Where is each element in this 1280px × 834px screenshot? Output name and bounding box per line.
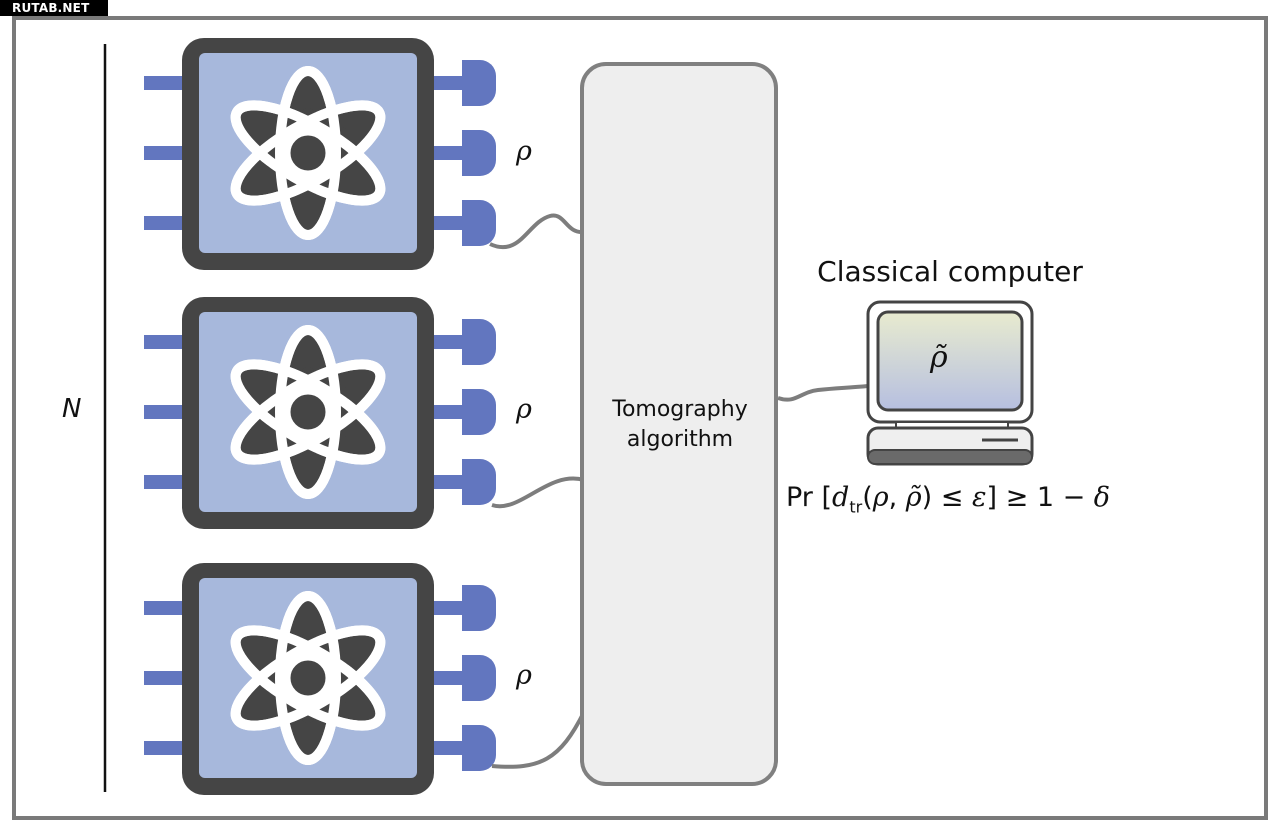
tomography-algorithm-label: Tomography algorithm (584, 395, 776, 455)
formula-open: ( (862, 482, 873, 513)
formula-d: d (832, 482, 850, 513)
quantum-device-1 (144, 38, 496, 270)
wire-device-1 (489, 213, 585, 250)
formula-le: ≤ (932, 482, 972, 513)
formula-delta: δ (1093, 482, 1111, 513)
watermark: RUTAB.NET (0, 0, 108, 16)
probability-formula: Pr [dtr(ρ, ρ̃) ≤ ε] ≥ 1 − δ (786, 482, 1110, 516)
classical-computer-title: Classical computer (817, 255, 1083, 288)
computer-icon (866, 300, 1034, 466)
wire-to-computer (777, 384, 869, 402)
screen-rho-tilde: ρ̃ (930, 340, 948, 375)
formula-rho-tilde: ρ̃ (905, 482, 922, 513)
formula-rho: ρ (872, 482, 889, 513)
formula-bracket-close: ] ≥ 1 − (986, 482, 1094, 513)
wire-device-2 (491, 476, 585, 509)
formula-prefix: Pr [ (786, 482, 833, 513)
quantum-device-3 (144, 563, 496, 795)
formula-sub: tr (849, 497, 863, 517)
quantum-device-2 (144, 297, 496, 529)
state-label-2: ρ (516, 394, 532, 425)
formula-close: ) (921, 482, 933, 513)
wire-device-3 (491, 711, 586, 769)
formula-comma: , (888, 482, 906, 513)
formula-epsilon: ε (972, 482, 987, 513)
tomography-label-line1: Tomography (612, 397, 748, 422)
tomography-algorithm-box (580, 62, 778, 786)
state-label-1: ρ (516, 136, 532, 167)
tomography-label-line2: algorithm (626, 427, 734, 452)
state-label-3: ρ (516, 660, 532, 691)
n-label: N (62, 394, 82, 424)
